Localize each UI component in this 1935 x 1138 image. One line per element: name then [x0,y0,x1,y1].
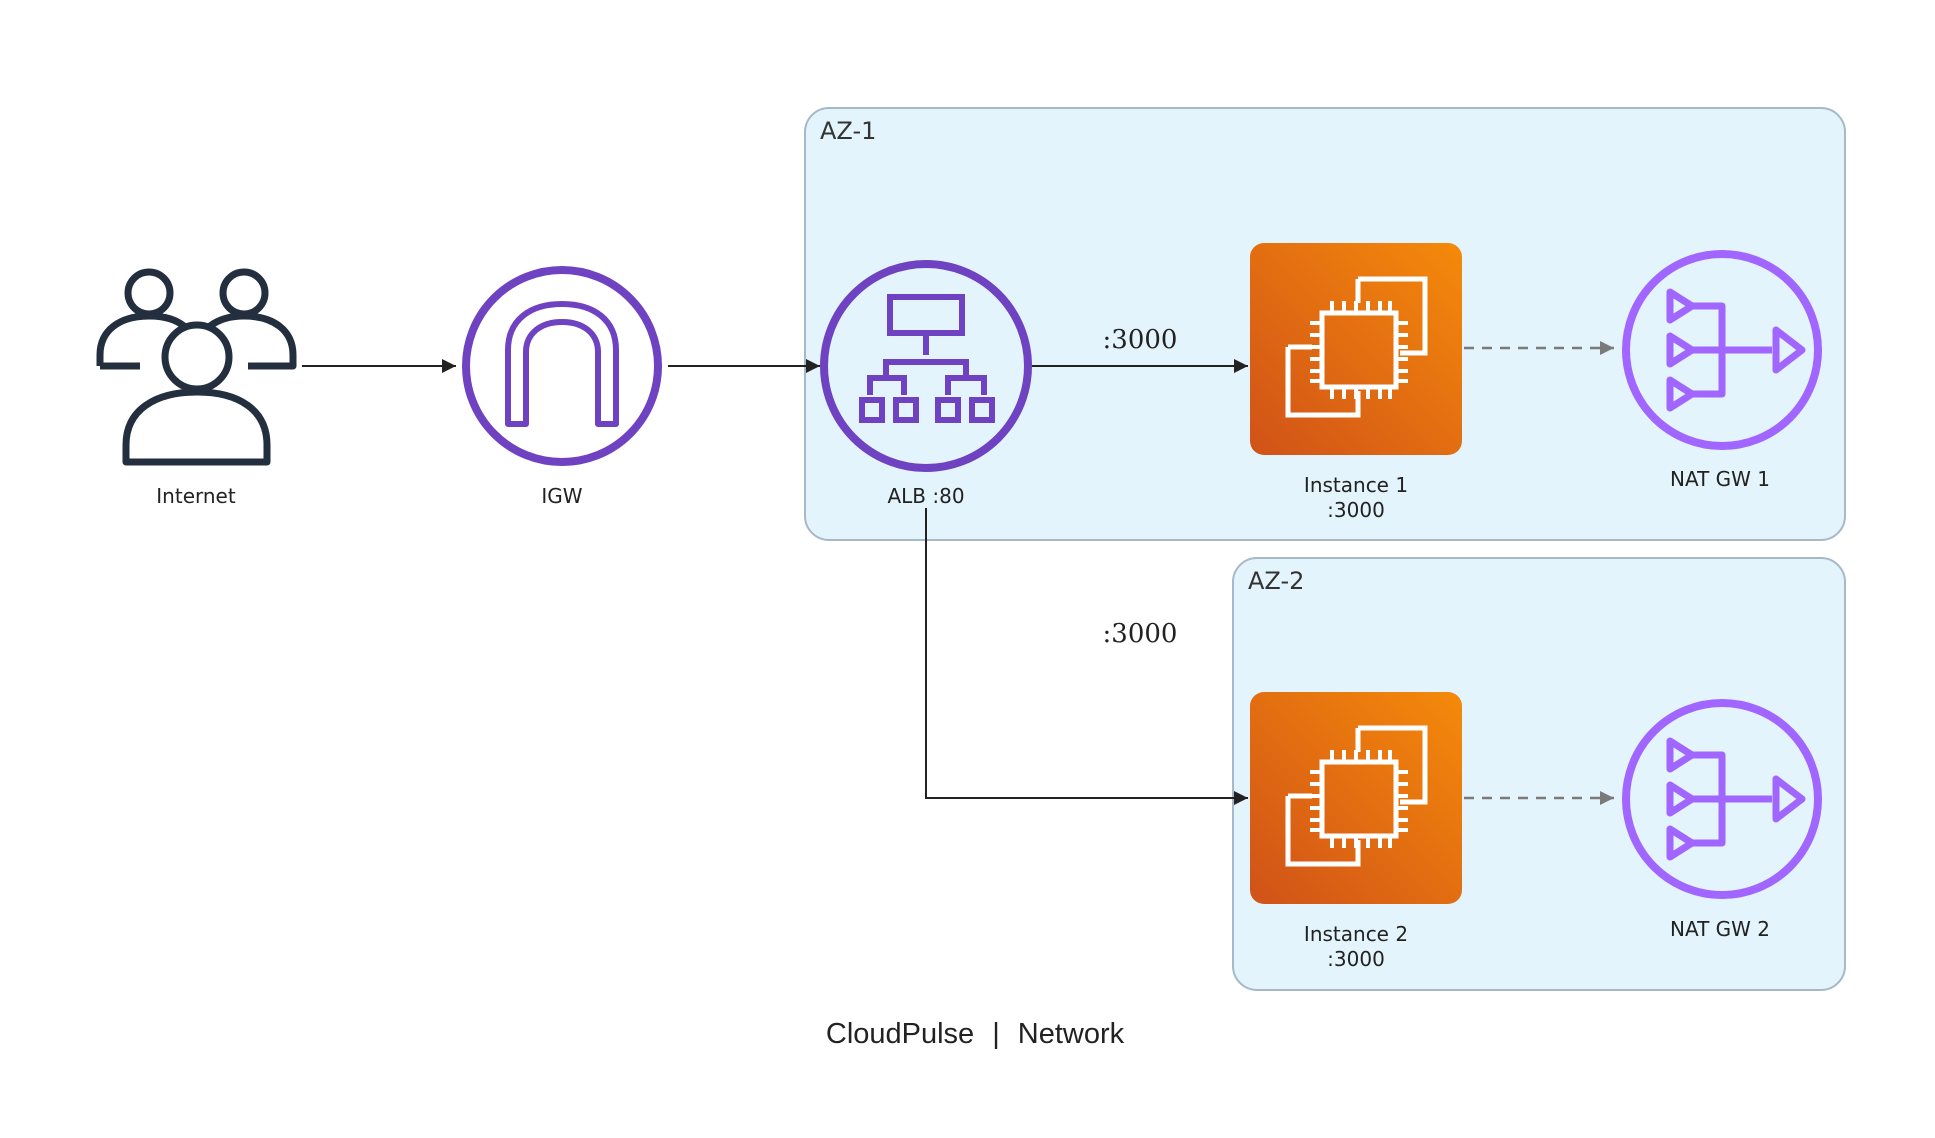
instance2-node: Instance 2 :3000 [1250,692,1462,971]
instance1-node: Instance 1 :3000 [1250,243,1462,522]
edges: :3000 :3000 [302,325,1614,805]
natgw2-label: NAT GW 2 [1670,917,1770,941]
caption-separator: | [992,1018,1000,1050]
application-load-balancer-icon [820,260,1032,472]
edge-label-alb-instance2: :3000 [1103,619,1178,649]
az1-label: AZ-1 [820,117,876,145]
instance1-port: :3000 [1327,498,1385,522]
instance1-name: Instance 1 [1304,473,1408,497]
ec2-instance-icon [1250,692,1462,904]
instance2-name: Instance 2 [1304,922,1408,946]
instance2-port: :3000 [1327,947,1385,971]
ec2-instance-icon [1250,243,1462,455]
users-icon [96,268,297,466]
alb-label: ALB :80 [887,484,964,508]
az2-label: AZ-2 [1248,567,1304,595]
natgw1-node: NAT GW 1 [1626,254,1818,491]
igw-node: IGW [462,266,662,508]
internet-node: Internet [96,268,297,508]
internet-label: Internet [156,484,236,508]
internet-gateway-icon [462,266,662,466]
diagram-caption: CloudPulse | Network [826,1018,1125,1050]
igw-label: IGW [541,484,582,508]
natgw2-node: NAT GW 2 [1626,703,1818,941]
edge-label-alb-instance1: :3000 [1103,325,1178,355]
caption-project: CloudPulse [826,1018,974,1050]
caption-section: Network [1018,1018,1125,1050]
natgw1-label: NAT GW 1 [1670,467,1770,491]
alb-node: ALB :80 [820,260,1032,508]
edge-alb-instance2 [925,508,1248,805]
